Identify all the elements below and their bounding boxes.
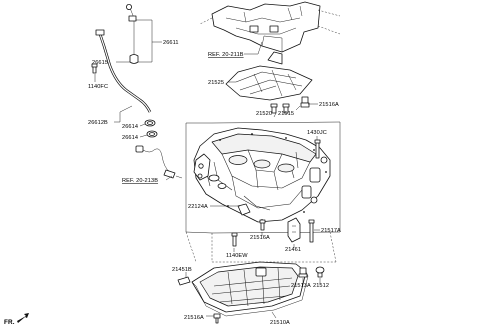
drain-plug-assembly: [298, 266, 325, 278]
label-21525: 21525: [208, 80, 224, 86]
label-1430jc: 1430JC: [307, 130, 327, 136]
upper-oil-pan-frame: [185, 121, 341, 263]
label-21516a-top: 21516A: [319, 102, 339, 108]
ref-20-211b[interactable]: REF. 20-211B: [208, 52, 244, 58]
label-26614-upper: 26614: [122, 124, 138, 130]
label-21510a: 21510A: [270, 320, 290, 326]
drain-components-mid: [231, 217, 301, 247]
label-21516a-mid: 21516A: [250, 235, 270, 241]
leader-lines: [94, 19, 321, 319]
part-labels: 26611 26615 1140FC 26612B 26614 26614 RE…: [88, 40, 341, 326]
front-arrow-icon: [17, 313, 29, 323]
label-21512: 21512: [313, 283, 329, 289]
upper-oil-pan-casting: [193, 127, 331, 223]
label-21516a-bottom: 21516A: [184, 315, 204, 321]
label-21451b: 21451B: [172, 267, 192, 273]
label-22124a: 22124A: [188, 204, 208, 210]
engine-block-reference: [199, 1, 341, 53]
oil-level-gauge-assembly: [91, 4, 158, 138]
stud-21517a: [308, 219, 315, 243]
stud-bolt-1430jc: [314, 139, 321, 159]
oil-level-sensor-harness: [135, 145, 183, 179]
label-26614-lower: 26614: [122, 135, 138, 141]
front-direction-indicator: FR.: [4, 313, 29, 326]
baffle-bolts: [270, 96, 310, 114]
label-26612b: 26612B: [88, 120, 108, 126]
label-1140fc: 1140FC: [88, 84, 108, 90]
oil-baffle-plate: [225, 51, 313, 101]
label-21461: 21461: [285, 247, 301, 253]
label-21520: 21520: [256, 111, 272, 117]
label-1140ew: 1140EW: [226, 253, 248, 259]
label-26615: 26615: [92, 60, 108, 66]
label-26611: 26611: [163, 40, 179, 46]
label-21517a: 21517A: [321, 228, 341, 234]
label-21513a: 21513A: [291, 283, 311, 289]
label-21515: 21515: [278, 111, 294, 117]
fr-label: FR.: [4, 319, 15, 326]
ref-20-213b[interactable]: REF. 20-213B: [122, 178, 158, 184]
lower-oil-pan: [177, 261, 309, 317]
bottom-bolt-21516a: [213, 313, 221, 324]
